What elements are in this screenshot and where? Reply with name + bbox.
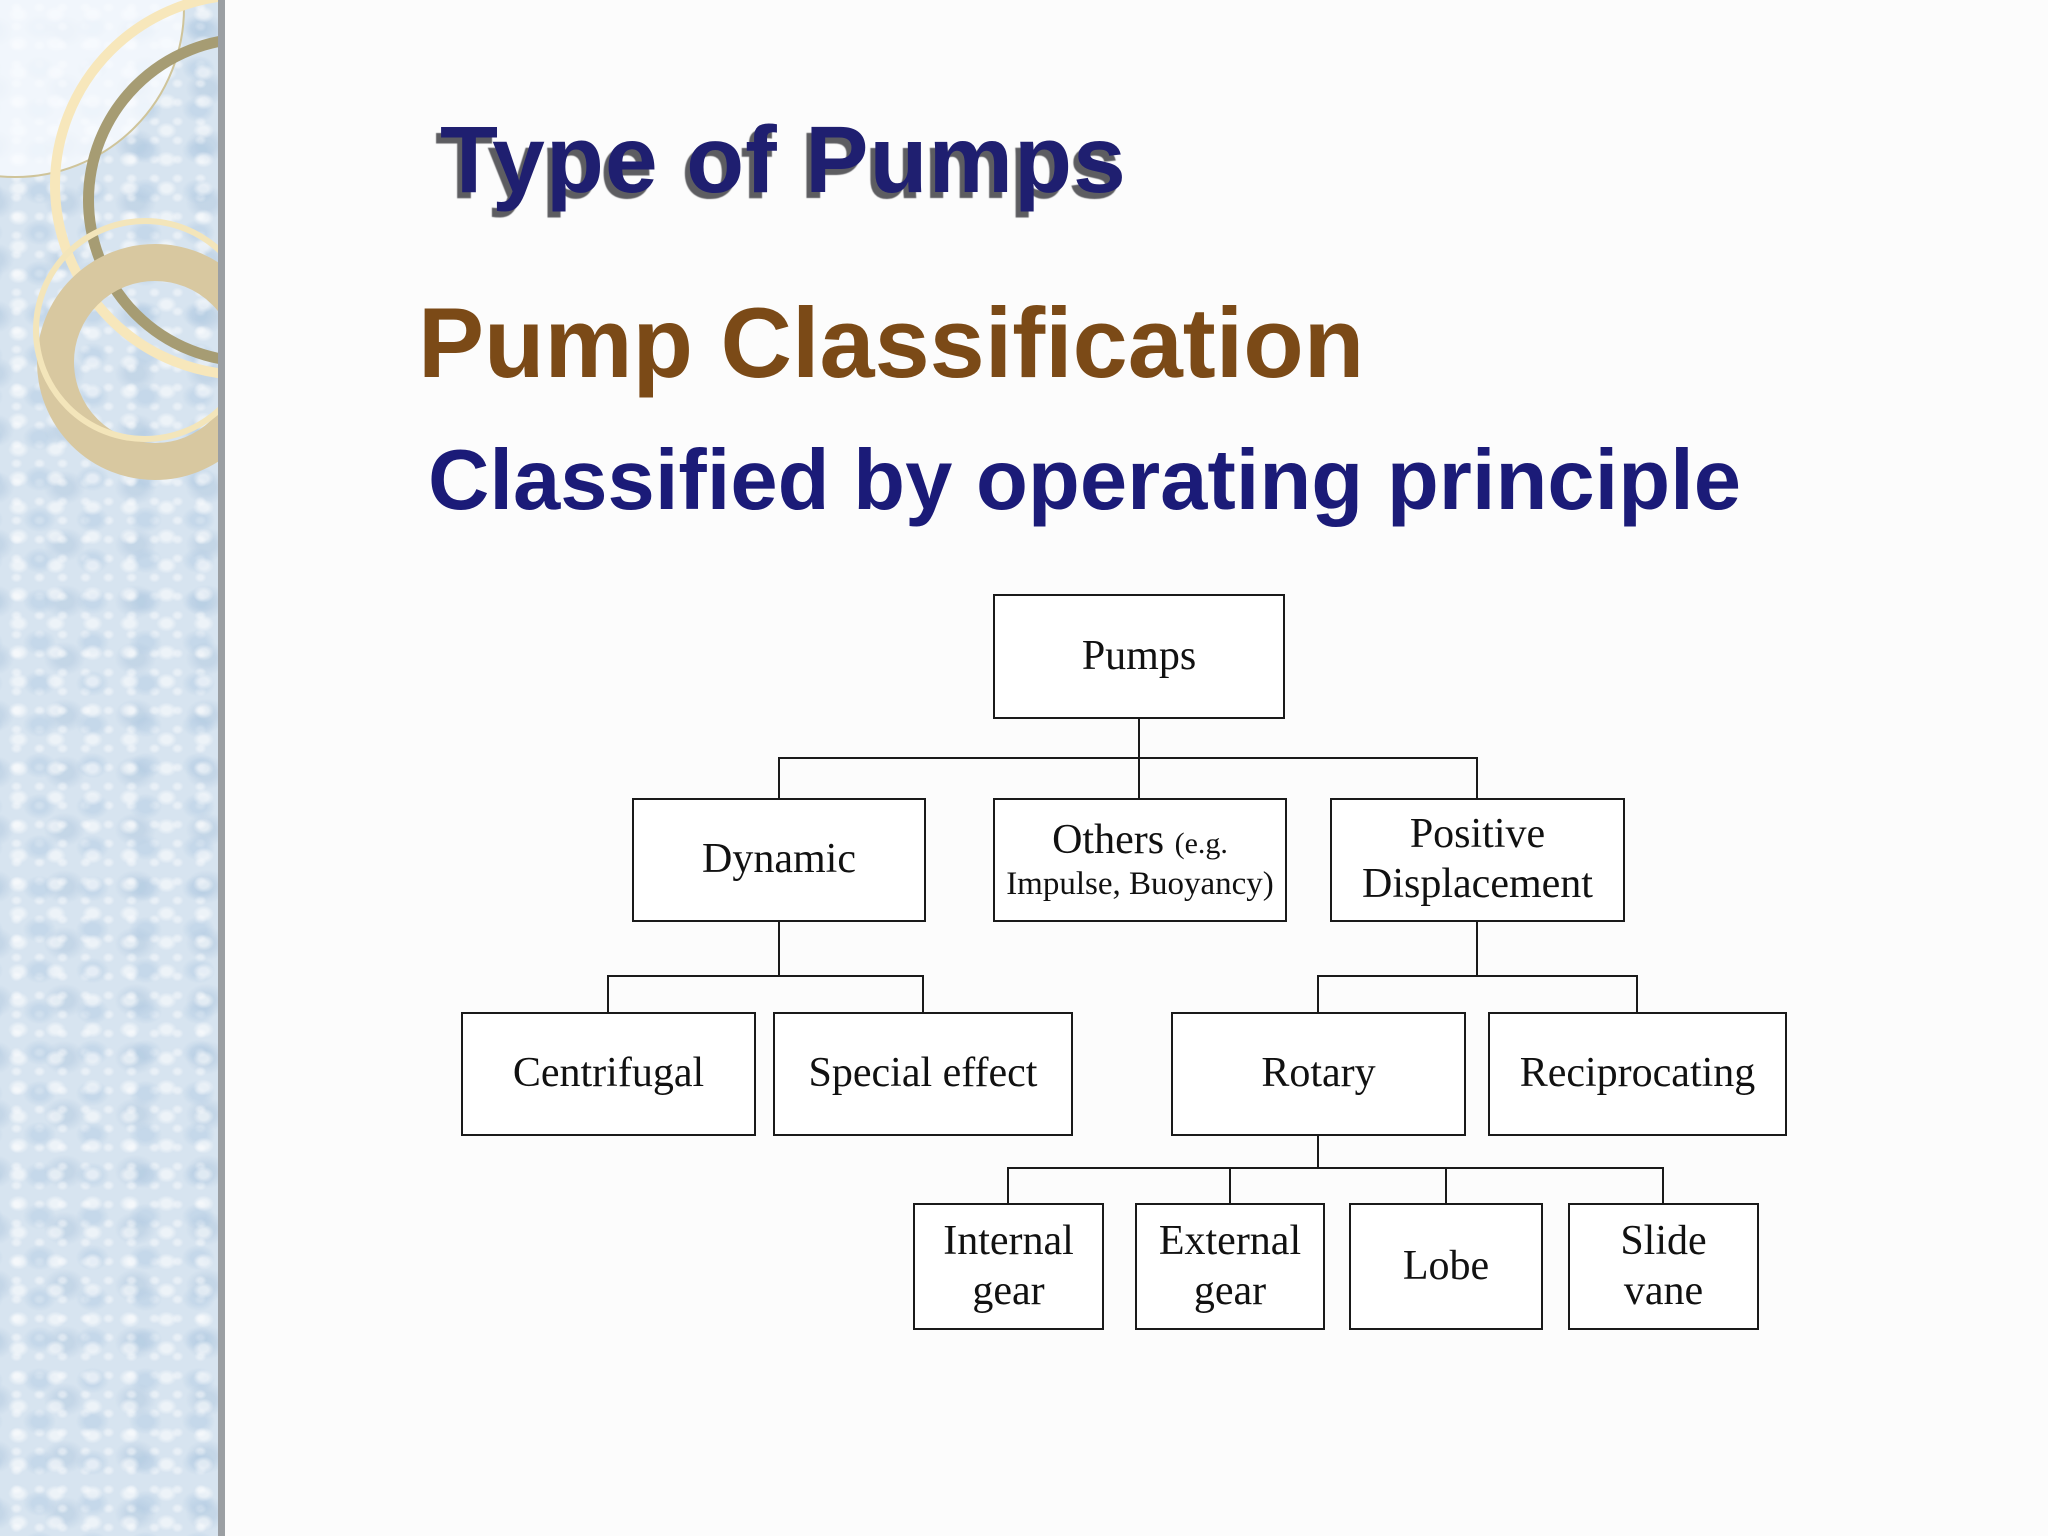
connector-line: [607, 975, 924, 977]
slide-title: Type of Pumps: [440, 107, 1127, 213]
connector-line: [1317, 976, 1319, 1012]
connector-line: [1138, 758, 1140, 798]
diagram-node-label: gear: [1193, 1267, 1267, 1314]
connector-line: [778, 758, 780, 798]
diagram-node-label: Lobe: [1402, 1242, 1490, 1289]
heading-pump-classification: Pump Classification: [418, 287, 1365, 398]
connector-line: [1476, 758, 1478, 798]
connector-line: [778, 757, 1478, 759]
diagram-node-label: External: [1158, 1217, 1302, 1264]
connector-line: [1138, 719, 1140, 758]
diagram-node-label: Dynamic: [702, 836, 856, 883]
connector-line: [1662, 1168, 1664, 1203]
diagram-node-label: Internal: [943, 1217, 1074, 1264]
sidebar-decoration: [0, 0, 225, 1536]
connector-line: [922, 976, 924, 1012]
diagram-node-label: Reciprocating: [1519, 1050, 1756, 1097]
diagram-node-rotary: Rotary: [1171, 1012, 1466, 1136]
diagram-node-label: vane: [1623, 1267, 1704, 1314]
diagram-node-lobe: Lobe: [1349, 1203, 1543, 1330]
diagram-node-label: Pumps: [1081, 632, 1197, 679]
diagram-node-label: Rotary: [1261, 1050, 1376, 1097]
diagram-node-pumps: Pumps: [993, 594, 1285, 719]
diagram-node-label: Positive: [1409, 811, 1546, 858]
diagram-node-dynamic: Dynamic: [632, 798, 926, 922]
diagram-node-label: Others (e.g.: [1052, 816, 1228, 863]
diagram-node-special-effect: Special effect: [773, 1012, 1073, 1136]
diagram-node-label: Displacement: [1362, 861, 1593, 907]
connector-line: [1007, 1168, 1009, 1203]
connector-line: [1317, 1136, 1319, 1168]
heading-classified-by-operating-principle: Classified by operating principle: [428, 433, 1742, 528]
connector-line: [1229, 1168, 1231, 1203]
diagram-node-label: gear: [972, 1267, 1045, 1314]
diagram-node-label: Impulse, Buoyancy): [1006, 866, 1274, 903]
connector-line: [1476, 922, 1478, 976]
diagram-node-label: Special effect: [808, 1050, 1038, 1097]
diagram-node-centrifugal: Centrifugal: [461, 1012, 756, 1136]
connector-line: [1007, 1167, 1664, 1169]
diagram-node-label: Slide: [1620, 1217, 1707, 1264]
diagram-node-others: Others (e.g.Impulse, Buoyancy): [993, 798, 1287, 922]
decorative-ring-cream-bottom: [33, 218, 218, 442]
connector-line: [1317, 975, 1638, 977]
connector-line: [1636, 976, 1638, 1012]
connector-line: [1445, 1168, 1447, 1203]
connector-line: [607, 976, 609, 1012]
diagram-node-label: Centrifugal: [512, 1050, 705, 1097]
diagram-node-reciprocating: Reciprocating: [1488, 1012, 1787, 1136]
connector-line: [778, 922, 780, 976]
